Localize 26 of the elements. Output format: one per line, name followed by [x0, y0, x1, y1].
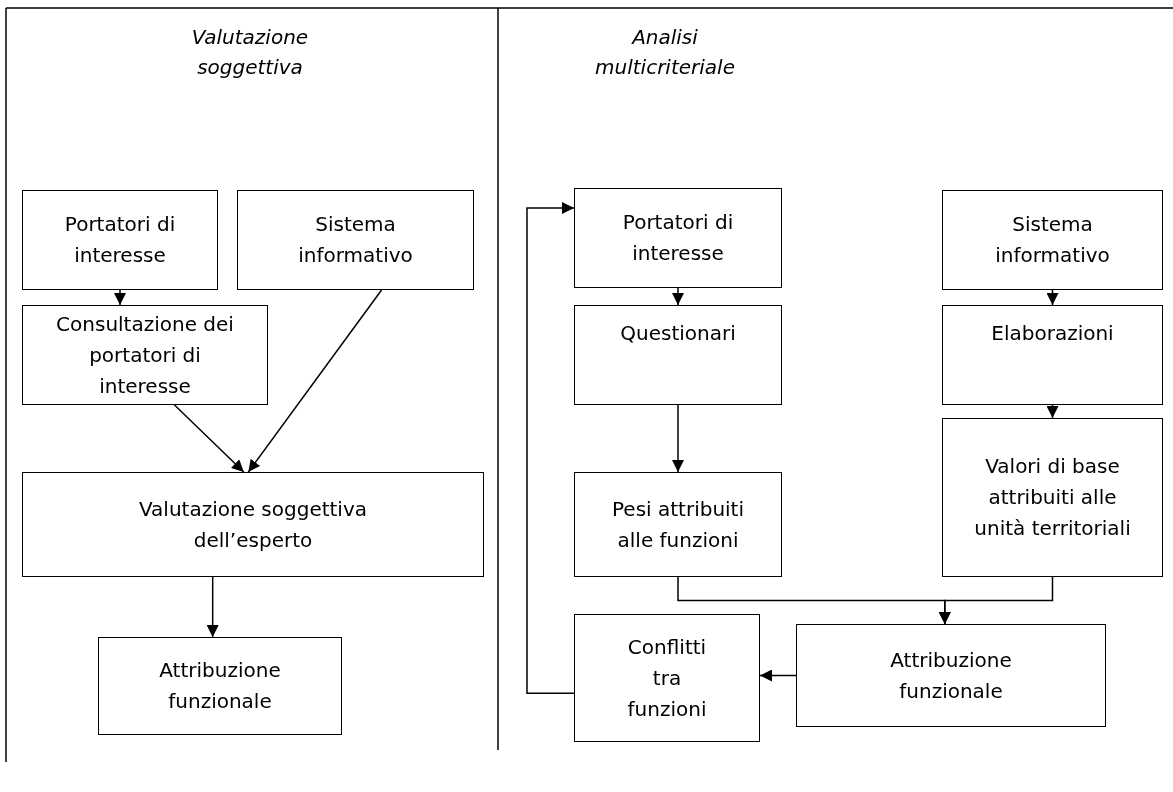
column-heading: Valutazione soggettiva: [190, 24, 310, 81]
arrow: [526, 202, 575, 695]
arrow: [206, 576, 219, 638]
arrow: [938, 576, 1054, 625]
process-box: Attribuzione funzionale: [98, 637, 342, 735]
arrow: [1046, 404, 1059, 419]
arrow: [1046, 289, 1059, 306]
column-heading: Analisi multicriteriale: [594, 24, 736, 81]
arrow: [672, 404, 684, 473]
arrow: [672, 287, 684, 306]
arrow: [759, 669, 797, 682]
process-box: Portatori di interesse: [574, 188, 782, 288]
arrow: [114, 289, 126, 306]
process-box: Valori di base attribuiti alle unità territoriali: [942, 418, 1163, 577]
process-box: Portatori di interesse: [22, 190, 218, 290]
process-box: Conflitti tra funzioni: [574, 614, 760, 742]
arrow: [247, 289, 383, 473]
process-box: Valutazione soggettiva dell’esperto: [22, 472, 484, 577]
process-box: Attribuzione funzionale: [796, 624, 1106, 727]
process-box: Pesi attribuiti alle funzioni: [574, 472, 782, 577]
process-box: Sistema informativo: [942, 190, 1163, 290]
process-box: Questionari: [574, 305, 782, 405]
arrow: [173, 404, 245, 473]
process-box: Consultazione dei portatori di interesse: [22, 305, 268, 405]
process-box: Elaborazioni: [942, 305, 1163, 405]
process-box: Sistema informativo: [237, 190, 474, 290]
